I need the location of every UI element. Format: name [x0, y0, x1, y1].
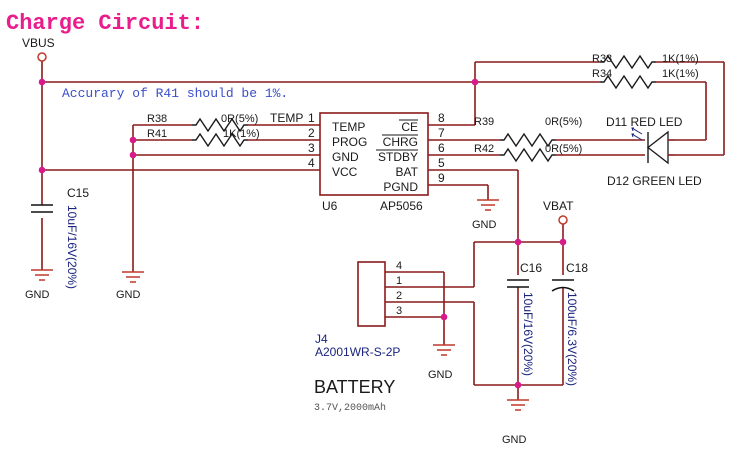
ic-pin-name-stdby: STDBY [378, 150, 418, 164]
c15-value: 10uF/16V(20%) [65, 205, 79, 289]
ground-symbol-connector: GND [428, 344, 455, 381]
battery-spec: 3.7V,2000mAh [314, 402, 386, 414]
r39-value: 0R(5%) [545, 116, 582, 128]
gnd-label-left: GND [116, 289, 141, 301]
resistor-r39: R39 0R(5%) [474, 116, 582, 148]
led-red-label: D11 RED LED [606, 115, 683, 129]
r42-value: 0R(5%) [545, 143, 582, 155]
ic-pin-num-9: 9 [438, 171, 445, 185]
r38-value: 0R(5%) [221, 113, 258, 125]
led-green-label: D12 GREEN LED [607, 174, 702, 188]
resistor-r41: R41 1K(1%) [147, 128, 260, 148]
resistor-r38: R38 0R(5%) [147, 113, 258, 133]
resistor-r33: R33 1K(1%) [592, 53, 699, 70]
j4-pin-3: 3 [396, 305, 402, 317]
r34-ref: R34 [592, 68, 612, 80]
junction-dots [38, 78, 567, 389]
ic-part: AP5056 [380, 199, 423, 213]
ic-pin-name-chrg: CHRG [383, 135, 418, 149]
c16-value: 10uF/16V(20%) [521, 292, 535, 376]
gnd-label-pgnd: GND [472, 219, 497, 231]
j4-part: A2001WR-S-2P [315, 345, 400, 359]
r33-ref: R33 [592, 53, 612, 65]
j4-pin-4: 4 [396, 260, 402, 272]
ic-ref: U6 [322, 199, 338, 213]
r34-value: 1K(1%) [662, 68, 699, 80]
led-pair-d11-d12: D11 RED LED D12 GREEN LED [606, 115, 702, 188]
capacitor-c15: C15 10uF/16V(20%) [31, 186, 89, 289]
ground-symbol-pgnd: GND [472, 199, 499, 231]
ic-pin-name-temp: TEMP [332, 120, 365, 134]
ic-u6: TEMP PROG GND VCC CE CHRG STDBY BAT PGND… [308, 111, 445, 213]
capacitor-c18: C18 100uF/6.3V(20%) [551, 261, 588, 386]
r41-ref: R41 [147, 128, 167, 140]
ic-pin-num-5: 5 [438, 156, 445, 170]
vbus-power-symbol: VBUS [22, 36, 55, 62]
c16-ref: C16 [520, 261, 542, 275]
ground-symbol-battery: GND [502, 399, 529, 446]
c18-ref: C18 [566, 261, 588, 275]
c15-ref: C15 [67, 186, 89, 200]
gnd-label-c15: GND [25, 289, 50, 301]
ic-pin-num-4: 4 [308, 156, 315, 170]
connector-j4: 4 1 2 3 J4 A2001WR-S-2P [315, 260, 402, 359]
ic-pin-num-7: 7 [438, 126, 445, 140]
ic-pin-name-gnd: GND [332, 150, 359, 164]
vbat-power-symbol: VBAT [543, 199, 574, 225]
ic-pin-name-pgnd: PGND [383, 180, 418, 194]
j4-ref: J4 [315, 332, 328, 346]
ground-symbol-left: GND [116, 271, 144, 301]
ic-pin-name-prog: PROG [332, 135, 367, 149]
ic-pin-num-6: 6 [438, 141, 445, 155]
ic-pin-num-8: 8 [438, 111, 445, 125]
r39-ref: R39 [474, 116, 494, 128]
gnd-label-connector: GND [428, 369, 453, 381]
net-label-temp: TEMP [270, 111, 303, 125]
c18-value: 100uF/6.3V(20%) [565, 292, 579, 386]
j4-pin-1: 1 [396, 275, 402, 287]
vbus-label: VBUS [22, 36, 55, 50]
r38-ref: R38 [147, 113, 167, 125]
battery-label: BATTERY [314, 377, 395, 397]
ic-pin-name-vcc: VCC [332, 165, 358, 179]
gnd-label-battery: GND [502, 434, 527, 446]
r42-ref: R42 [474, 143, 494, 155]
resistor-r42: R42 0R(5%) [474, 143, 582, 163]
j4-pin-2: 2 [396, 290, 402, 302]
r41-value: 1K(1%) [223, 128, 260, 140]
r41-accuracy-note: Accurary of R41 should be 1%. [62, 86, 288, 101]
ic-pin-num-1: 1 [308, 111, 315, 125]
ic-pin-name-ce: CE [401, 120, 418, 134]
vbat-label: VBAT [543, 199, 574, 213]
ic-pin-name-bat: BAT [396, 165, 419, 179]
r33-value: 1K(1%) [662, 53, 699, 65]
capacitor-c16: C16 10uF/16V(20%) [507, 261, 542, 376]
schematic-title: Charge Circuit: [6, 11, 204, 36]
wires [41, 61, 725, 400]
resistor-r34: R34 1K(1%) [592, 68, 699, 90]
ground-symbol-c15: GND [25, 269, 53, 301]
ic-pin-num-2: 2 [308, 126, 315, 140]
ic-pin-num-3: 3 [308, 141, 315, 155]
